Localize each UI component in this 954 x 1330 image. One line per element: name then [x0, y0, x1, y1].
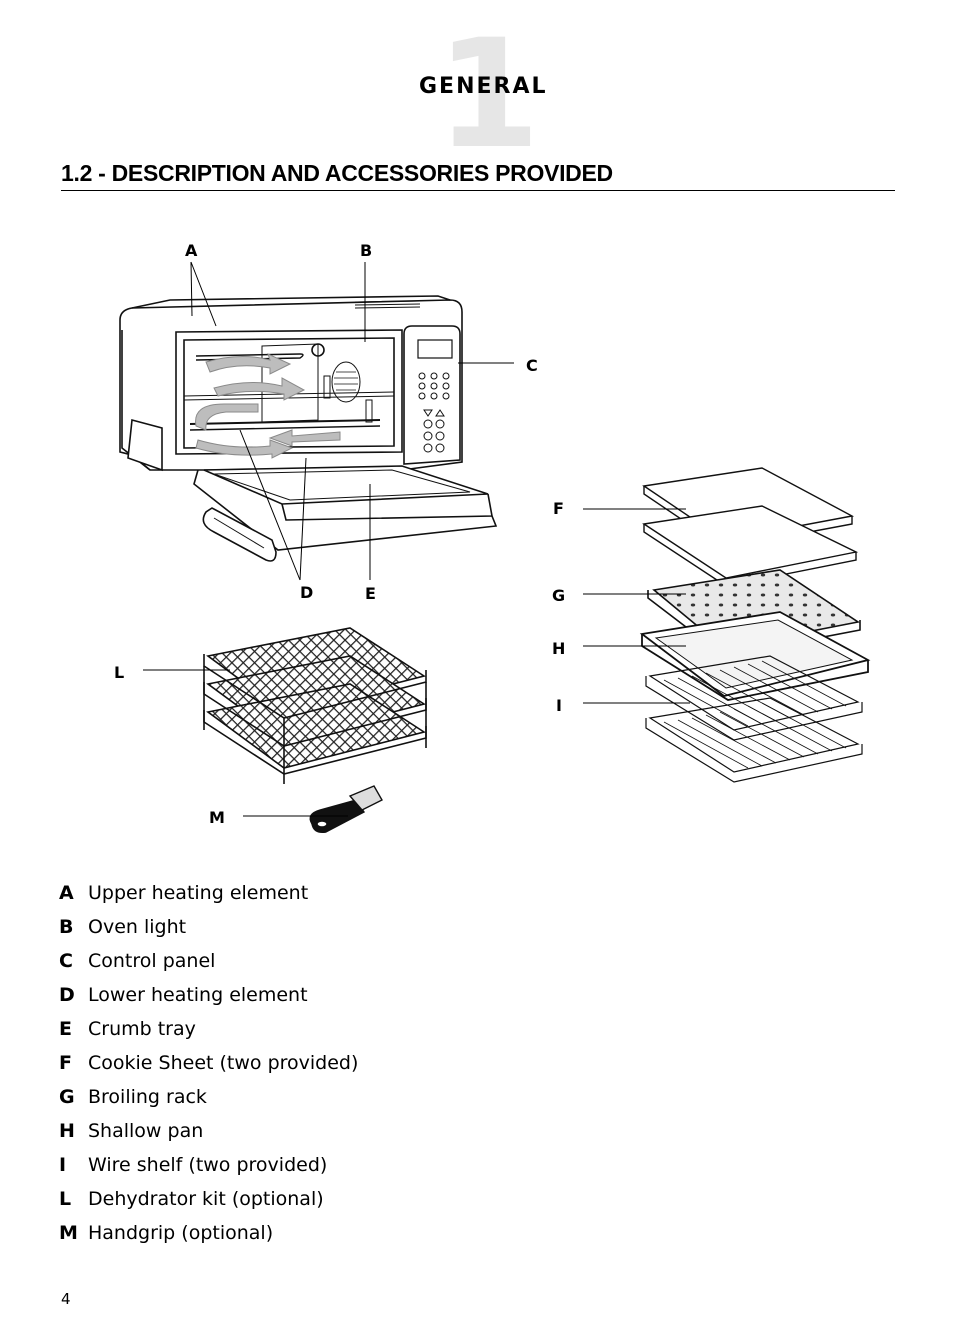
legend-text: Oven light: [88, 916, 187, 938]
dehydrator-kit-illustration: [203, 627, 427, 784]
toaster-oven-illustration: [119, 295, 498, 562]
legend-item: M Handgrip (optional): [59, 1216, 358, 1250]
parts-legend: A Upper heating element B Oven light C Cont…: [59, 876, 358, 1250]
callout-d-label: D: [300, 583, 313, 602]
legend-item: F Cookie Sheet (two provided): [59, 1046, 358, 1080]
legend-text: Crumb tray: [88, 1018, 196, 1040]
legend-letter: C: [59, 950, 73, 972]
chapter-number: 1: [436, 8, 541, 182]
legend-item: I Wire shelf (two provided): [59, 1148, 358, 1182]
legend-letter: A: [59, 882, 74, 904]
legend-letter: F: [59, 1052, 72, 1074]
callout-leader-lines: [143, 261, 690, 817]
callout-b-label: B: [360, 241, 372, 260]
legend-text: Control panel: [88, 950, 216, 972]
legend-item: B Oven light: [59, 910, 358, 944]
legend-item: E Crumb tray: [59, 1012, 358, 1046]
legend-letter: M: [59, 1222, 78, 1244]
callout-m-label: M: [209, 808, 225, 827]
legend-letter: E: [59, 1018, 72, 1040]
chapter-title: GENERAL: [419, 74, 548, 99]
legend-letter: L: [59, 1188, 72, 1210]
oven-accessories-diagram: A B C D E F G H I L M: [114, 241, 871, 834]
section-divider: [61, 190, 895, 191]
legend-text: Shallow pan: [88, 1120, 204, 1142]
legend-letter: D: [59, 984, 75, 1006]
legend-item: C Control panel: [59, 944, 358, 978]
wire-shelves-illustration: [645, 655, 863, 783]
callout-f-label: F: [553, 499, 564, 518]
legend-letter: B: [59, 916, 74, 938]
callout-i-label: I: [556, 696, 562, 715]
legend-letter: I: [59, 1154, 67, 1176]
callout-l-label: L: [114, 663, 124, 682]
shallow-pan-illustration: [639, 611, 871, 701]
legend-letter: H: [59, 1120, 75, 1142]
legend-text: Lower heating element: [88, 984, 308, 1006]
callout-c-label: C: [526, 356, 538, 375]
legend-text: Handgrip (optional): [88, 1222, 274, 1244]
legend-item: G Broiling rack: [59, 1080, 358, 1114]
legend-text: Upper heating element: [88, 882, 309, 904]
cookie-sheets-illustration: [642, 467, 859, 587]
callout-h-label: H: [552, 639, 565, 658]
legend-text: Dehydrator kit (optional): [88, 1188, 324, 1210]
callout-g-label: G: [552, 586, 565, 605]
legend-text: Wire shelf (two provided): [88, 1154, 328, 1176]
callout-a-label: A: [185, 241, 198, 260]
section-title: 1.2 - DESCRIPTION AND ACCESSORIES PROVID…: [61, 160, 613, 186]
legend-item: A Upper heating element: [59, 876, 358, 910]
legend-letter: G: [59, 1086, 75, 1108]
legend-text: Cookie Sheet (two provided): [88, 1052, 359, 1074]
legend-item: H Shallow pan: [59, 1114, 358, 1148]
legend-text: Broiling rack: [88, 1086, 207, 1108]
legend-item: D Lower heating element: [59, 978, 358, 1012]
legend-item: L Dehydrator kit (optional): [59, 1182, 358, 1216]
callout-e-label: E: [365, 584, 376, 603]
page-number: 4: [61, 1290, 71, 1308]
handgrip-illustration: [309, 785, 383, 834]
